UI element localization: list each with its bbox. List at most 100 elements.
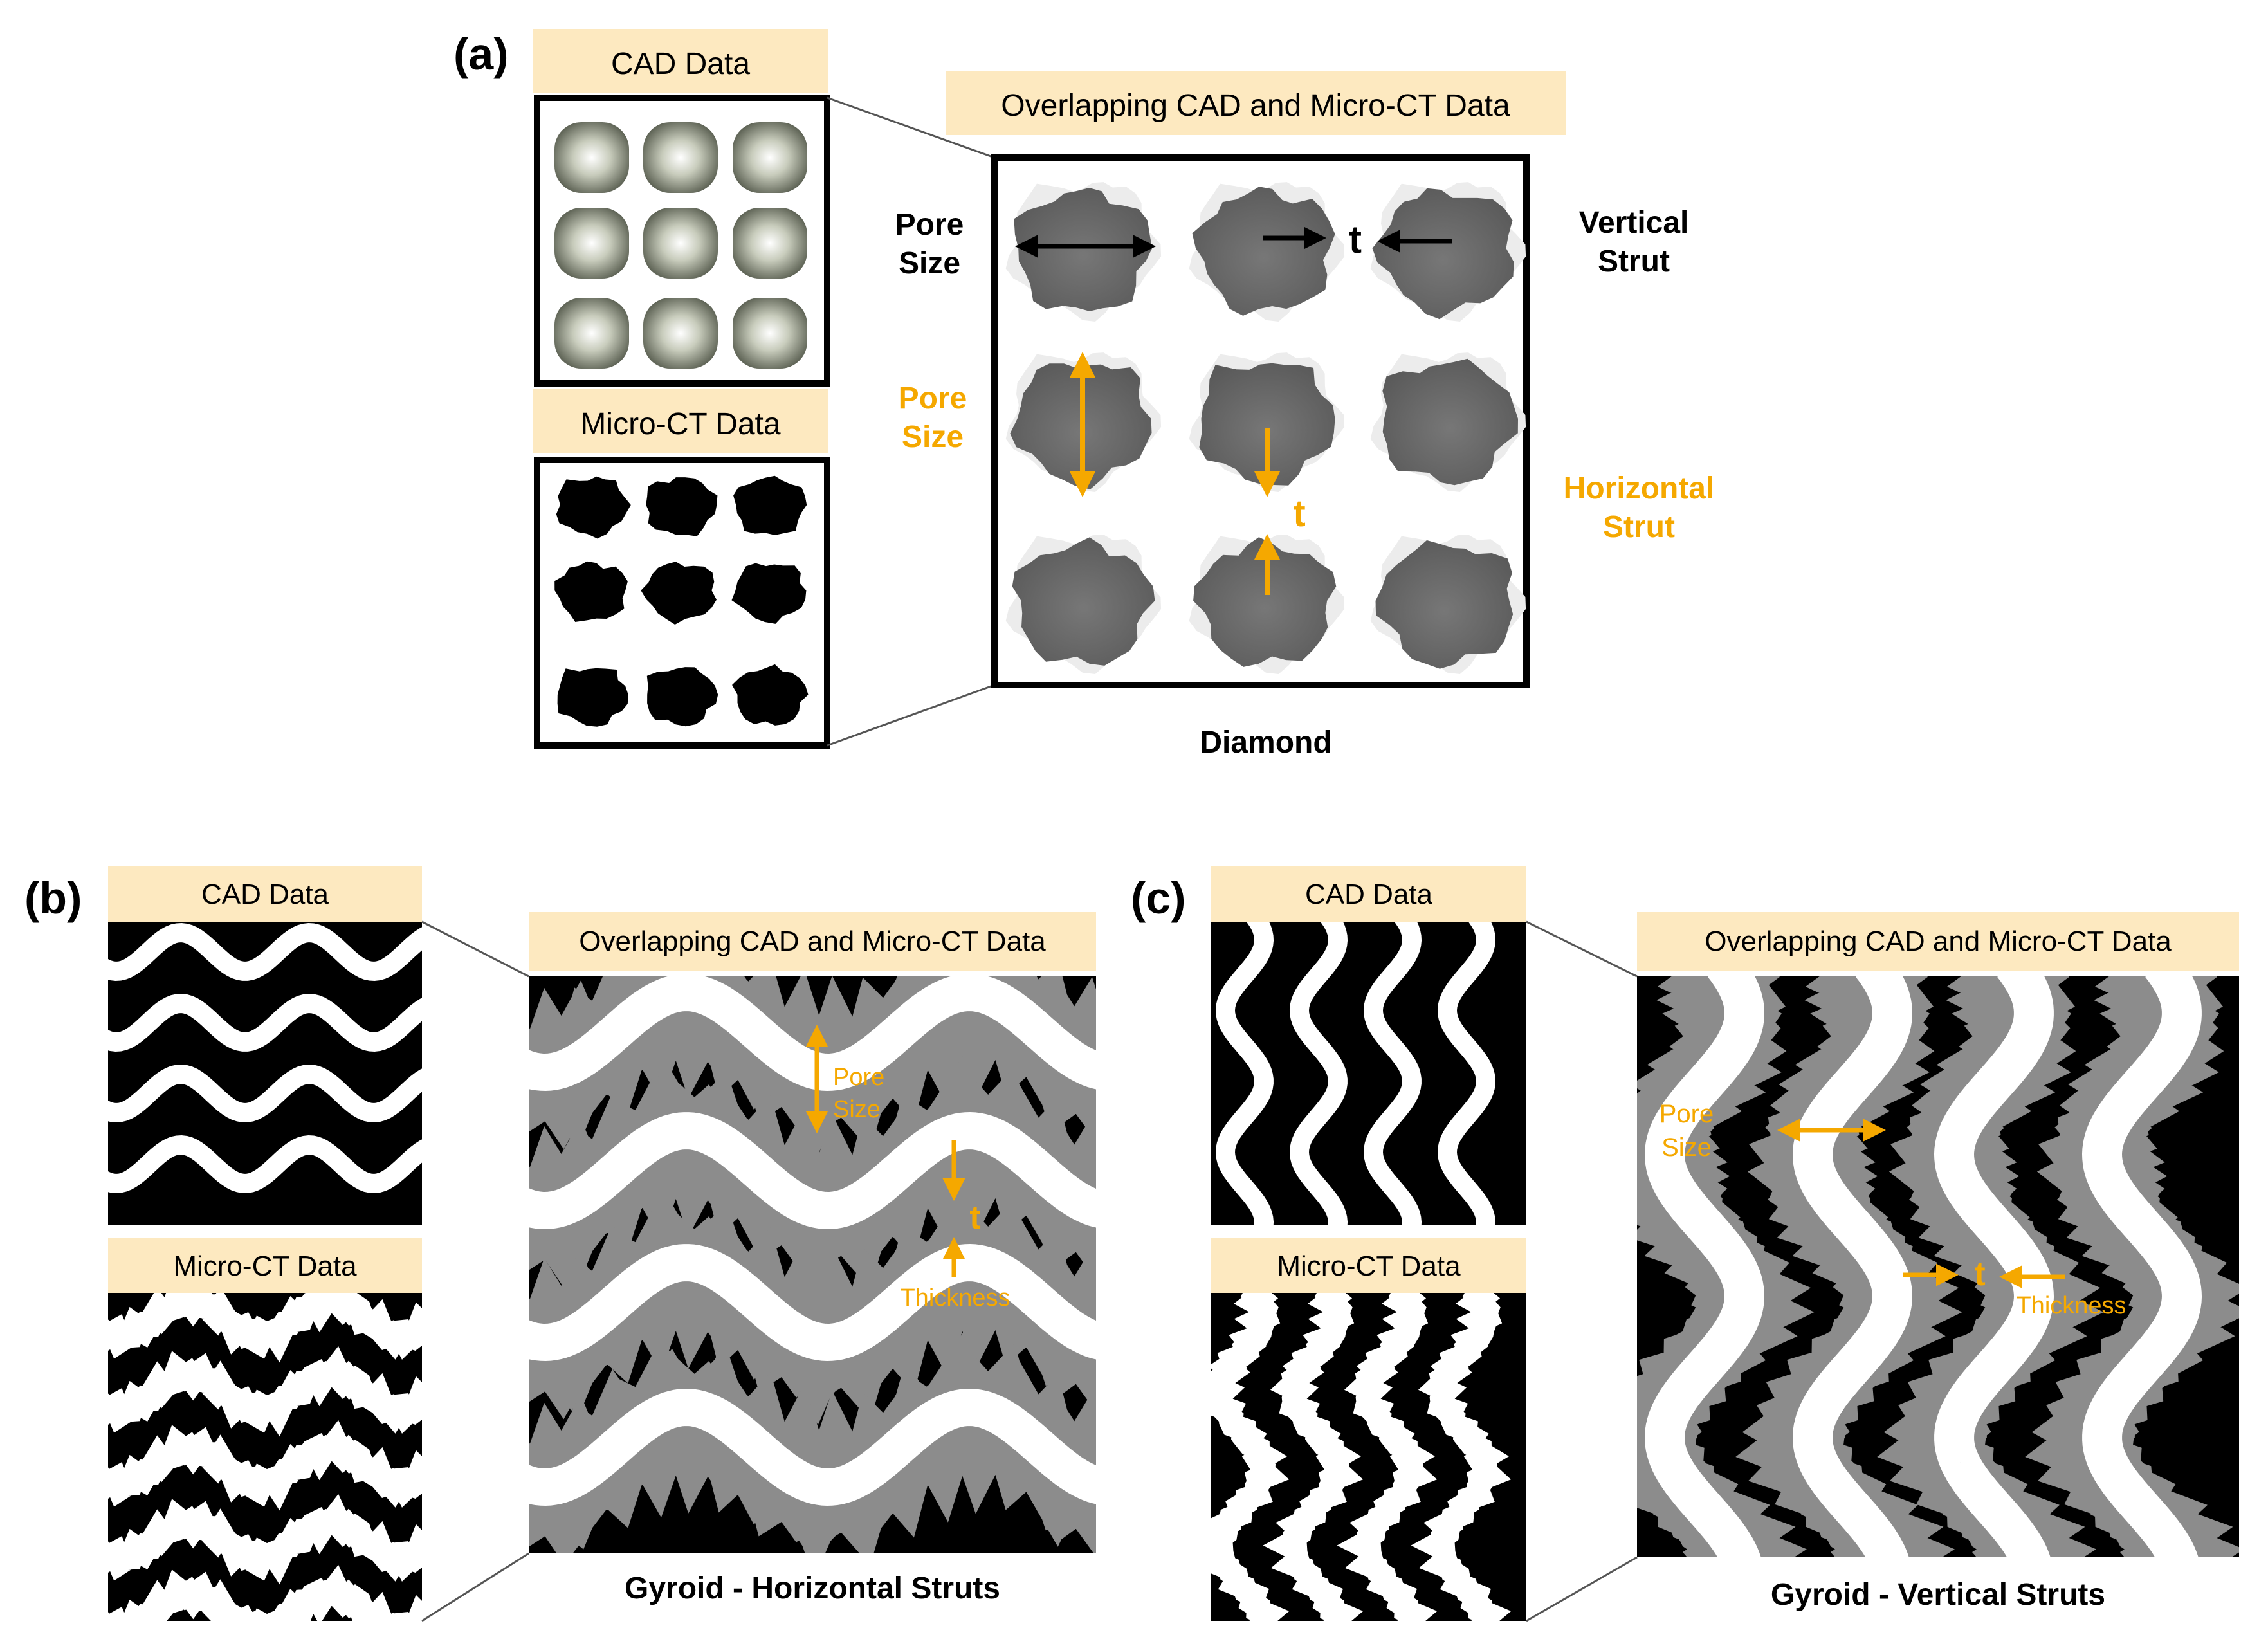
panel-a-letter: (a) [453, 29, 509, 79]
panel-b-letter: (b) [24, 873, 82, 923]
panel-a-overlap-label: Overlapping CAD and Micro-CT Data [1001, 89, 1510, 123]
microct-strut [1263, 1293, 1364, 1621]
cad-strut [108, 1064, 422, 1123]
panel-b-cad-label: CAD Data [201, 879, 329, 910]
thickness-t-label: t [969, 1199, 980, 1236]
microct-pore-overlay [1199, 363, 1335, 486]
panel-c-cad-label-box [1211, 866, 1526, 922]
microct-pore [646, 667, 718, 727]
vertical-gyroid-cad [1215, 922, 1496, 1225]
cad-strut-overlay [529, 1111, 1096, 1230]
connector-line [827, 684, 995, 747]
cad-strut [108, 922, 422, 982]
panel-a-cad-label-box [533, 29, 828, 93]
microct-pore-overlay [1375, 540, 1514, 669]
microct-pore [557, 668, 628, 727]
horizontal-gyroid-cad [108, 922, 422, 1194]
horizontal-gyroid-microct [108, 1293, 422, 1621]
microct-pore-overlay [1382, 358, 1518, 486]
connector-line [827, 96, 995, 159]
panel-a-caption: Diamond [1200, 726, 1331, 760]
panel-a-microct-label: Micro-CT Data [580, 407, 780, 441]
cad-strut [1289, 922, 1348, 1225]
cad-strut-overlay [1792, 976, 1913, 1557]
horizontal-strut-t-label: t [1293, 493, 1305, 535]
microct-strut [108, 1564, 422, 1621]
microct-pore-overlay [1193, 537, 1337, 667]
cad-strut-overlay [529, 1388, 1096, 1506]
cad-sphere [554, 122, 629, 193]
panel-b-cad-label-box [108, 866, 422, 922]
connector-line [1526, 1556, 1638, 1622]
cad-sphere [733, 208, 807, 279]
microct-pore [554, 561, 628, 622]
microct-strut [1211, 1293, 1290, 1621]
panel-c-overlap-label: Overlapping CAD and Micro-CT Data [1705, 926, 2172, 957]
microct-pore [641, 562, 717, 625]
vertical-gyroid-microct [1211, 1293, 1512, 1621]
cad-sphere [643, 208, 718, 279]
panel-c-microct-label: Micro-CT Data [1277, 1250, 1461, 1282]
cad-sphere [643, 298, 718, 369]
microct-strut [108, 1293, 422, 1363]
overlap-pore-grid [1005, 182, 1526, 674]
cad-sphere [733, 122, 807, 193]
microct-strut [108, 1346, 422, 1437]
microct-pore-overlay [1012, 537, 1155, 666]
microct-pore [733, 475, 807, 535]
vertical-gyroid-overlap [1637, 976, 2239, 1557]
panel-c: (c) CAD Data Micro-CT Data Overlapping C… [1131, 866, 2239, 1622]
cad-strut [1215, 922, 1274, 1225]
vertical-strut-t-label: t [1349, 218, 1362, 261]
cad-sphere [554, 208, 629, 279]
panel-a: (a) CAD Data Micro-CT Data Overlapping C… [453, 29, 1714, 760]
cad-sphere [733, 298, 807, 369]
panel-a-cad-label: CAD Data [611, 47, 750, 81]
connector-line [1526, 920, 1638, 978]
panel-c-microct-label-box [1211, 1238, 1526, 1293]
panel-b-caption: Gyroid - Horizontal Struts [625, 1571, 1000, 1605]
microct-strut [1337, 1293, 1438, 1621]
microct-pore [732, 664, 809, 726]
horizontal-gyroid-overlap [529, 976, 1096, 1553]
microct-strut [1411, 1293, 1512, 1621]
thickness-t-label: t [1974, 1256, 1985, 1293]
panel-c-letter: (c) [1131, 873, 1186, 923]
panel-c-caption: Gyroid - Vertical Struts [1771, 1578, 2105, 1612]
cad-strut [108, 1135, 422, 1194]
cad-strut [108, 993, 422, 1052]
cad-sphere [554, 298, 629, 369]
cad-strut-overlay [2081, 976, 2202, 1557]
panel-b-overlap-label: Overlapping CAD and Micro-CT Data [579, 926, 1046, 957]
cad-sphere [643, 122, 718, 193]
microct-pore [646, 477, 718, 536]
microct-pore-overlay [1192, 187, 1335, 316]
microct-pore-grid [554, 475, 809, 727]
microct-pore [731, 563, 807, 624]
panel-a-microct-label-box [533, 389, 828, 453]
panel-b-microct-label: Micro-CT Data [173, 1250, 357, 1282]
cad-strut [1363, 922, 1422, 1225]
thickness-label: Thickness [2016, 1292, 2126, 1319]
microct-strut [108, 1420, 422, 1511]
connector-line [421, 1552, 529, 1622]
microct-pore [556, 476, 631, 539]
cad-strut-overlay [529, 1243, 1096, 1362]
panel-b-microct-label-box [108, 1238, 422, 1293]
microct-strut [108, 1494, 422, 1585]
panel-c-overlap-label-box [1637, 912, 2239, 971]
panel-b: (b) CAD Data Micro-CT Data Overlapping C… [24, 866, 1096, 1622]
microct-pore-overlay [1372, 188, 1514, 320]
cad-sphere-grid [554, 122, 807, 369]
cad-strut-overlay [1934, 976, 2054, 1557]
connector-line [421, 920, 529, 978]
cad-strut [1437, 922, 1496, 1225]
panel-b-overlap-label-box [529, 912, 1096, 971]
